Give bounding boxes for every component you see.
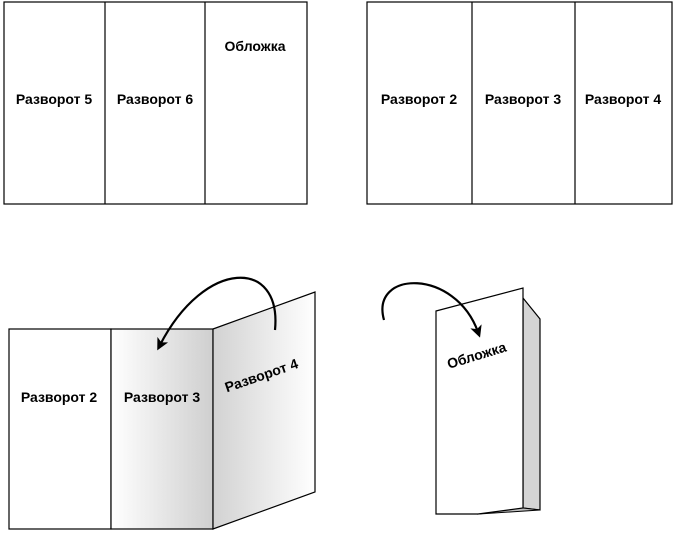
fold-panel-right [212, 291, 316, 530]
panel-label-spread-6: Разворот 6 [117, 91, 194, 107]
sheet-top-right-border [366, 1, 673, 205]
panel-label-spread-2: Разворот 2 [381, 91, 458, 107]
panel-label-spread-5: Разворот 5 [16, 91, 93, 107]
folded-result: Обложка [381, 282, 541, 515]
fold-step: Разворот 2 Разворот 3 Разворот 4 [8, 276, 316, 530]
panel-label-spread-2: Разворот 2 [21, 389, 98, 405]
panel-label-spread-3: Разворот 3 [485, 91, 562, 107]
sheet-top-right: Разворот 2 Разворот 3 Разворот 4 [366, 1, 673, 205]
sheet-top-left-border [3, 1, 308, 205]
folded-front-cover [435, 287, 524, 515]
fold-panel-left [8, 328, 112, 530]
fold-panel-middle [110, 328, 214, 530]
panel-label-spread-4: Разворот 4 [585, 91, 662, 107]
sheet-top-left: Разворот 5 Разворот 6 Обложка [3, 1, 308, 205]
folded-back-side [522, 296, 541, 511]
panel-label-spread-3: Разворот 3 [124, 389, 201, 405]
panel-label-cover: Обложка [225, 38, 286, 54]
fold-arrow-icon [157, 276, 277, 351]
curved-arrow-icon [381, 282, 482, 338]
